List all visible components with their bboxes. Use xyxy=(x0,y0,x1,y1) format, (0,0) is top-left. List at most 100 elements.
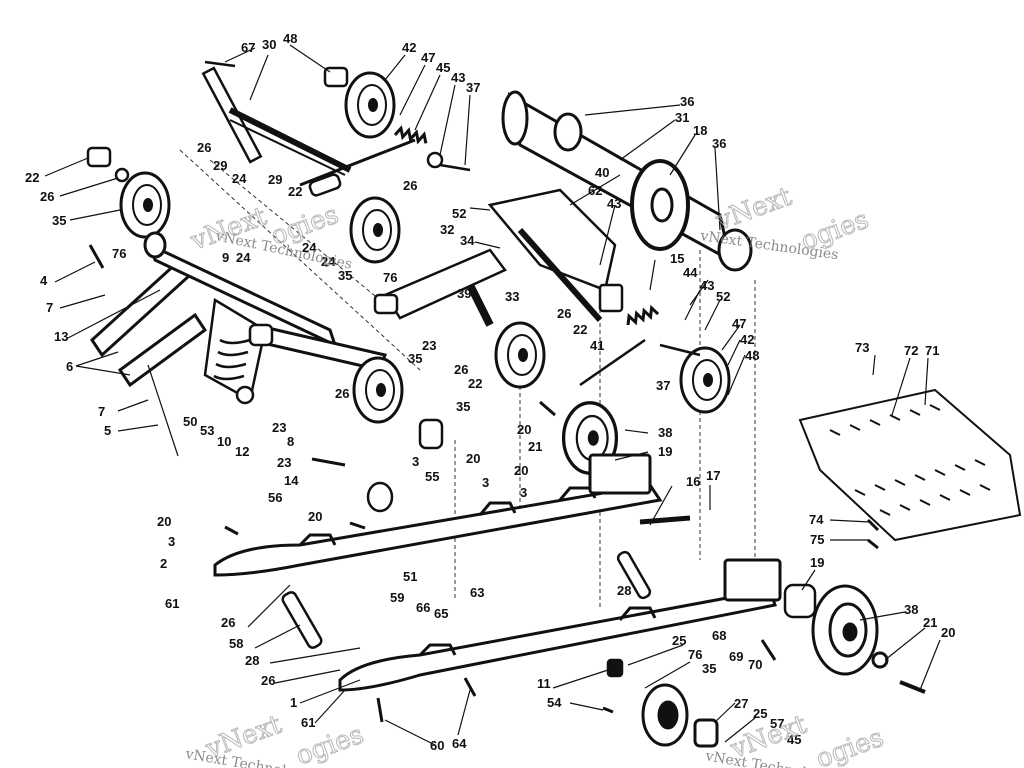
callout-label: 26 xyxy=(221,615,235,630)
callout-label: 35 xyxy=(456,399,470,414)
callout-label: 50 xyxy=(183,414,197,429)
callout-label: 72 xyxy=(904,343,918,358)
callout-label: 34 xyxy=(460,233,475,248)
callout-label: 22 xyxy=(468,376,482,391)
callout-label: 45 xyxy=(787,732,801,747)
callout-label: 36 xyxy=(680,94,694,109)
callout-label: 12 xyxy=(235,444,249,459)
callout-label: 16 xyxy=(686,474,700,489)
callout-label: 26 xyxy=(197,140,211,155)
callout-label: 56 xyxy=(268,490,282,505)
bottom-wheel-35 xyxy=(641,683,719,748)
right-slide-rail-1 xyxy=(338,558,782,692)
callout-label: 8 xyxy=(287,434,294,449)
part-callouts: 67 30 48 42 47 45 43 37 36 31 18 36 26 2… xyxy=(25,31,955,753)
callout-label: 37 xyxy=(466,80,480,95)
callout-label: 40 xyxy=(595,165,609,180)
svg-text:vNext: vNext xyxy=(711,182,796,237)
callout-label: 28 xyxy=(617,583,631,598)
front-idler-wheel-35 xyxy=(119,171,171,239)
callout-label: 5 xyxy=(104,423,111,438)
callout-label: 1 xyxy=(290,695,297,710)
callout-label: 2 xyxy=(160,556,167,571)
callout-label: 43 xyxy=(607,196,621,211)
callout-label: 35 xyxy=(408,351,422,366)
callout-label: 29 xyxy=(213,158,227,173)
callout-label: 17 xyxy=(706,468,720,483)
callout-label: 26 xyxy=(261,673,275,688)
callout-label: 61 xyxy=(301,715,315,730)
callout-label: 35 xyxy=(338,268,352,283)
callout-label: 35 xyxy=(52,213,66,228)
callout-label: 63 xyxy=(470,585,484,600)
callout-label: 18 xyxy=(693,123,707,138)
callout-label: 42 xyxy=(740,332,754,347)
callout-label: 54 xyxy=(547,695,562,710)
callout-label: 3 xyxy=(168,534,175,549)
idler-wheel-42 xyxy=(344,71,396,139)
callout-label: 21 xyxy=(923,615,937,630)
front-shock-50 xyxy=(203,297,274,405)
callout-label: 3 xyxy=(412,454,419,469)
upper-shaft-assembly xyxy=(201,60,416,197)
callout-label: 24 xyxy=(302,240,317,255)
callout-label: 6 xyxy=(66,359,73,374)
callout-label: 29 xyxy=(268,172,282,187)
callout-label: 30 xyxy=(262,37,276,52)
track-section-71 xyxy=(798,388,1022,542)
center-shock-32 xyxy=(373,248,507,327)
callout-label: 41 xyxy=(590,338,604,353)
callout-label: 53 xyxy=(200,423,214,438)
callout-label: 68 xyxy=(712,628,726,643)
callout-label: 28 xyxy=(245,653,259,668)
callout-label: 20 xyxy=(308,509,322,524)
middle-wheel-35 xyxy=(349,196,401,264)
spring-arm-37 xyxy=(579,338,701,387)
callout-label: 60 xyxy=(430,738,444,753)
callout-label: 33 xyxy=(505,289,519,304)
callout-label: 59 xyxy=(390,590,404,605)
callout-label: 22 xyxy=(25,170,39,185)
front-bushing-22 xyxy=(86,146,130,183)
callout-label: 47 xyxy=(732,316,746,331)
callout-label: 57 xyxy=(770,716,784,731)
callout-label: 20 xyxy=(157,514,171,529)
callout-label: 13 xyxy=(54,329,68,344)
callout-label: 51 xyxy=(403,569,417,584)
callout-label: 65 xyxy=(434,606,448,621)
callout-label: 23 xyxy=(422,338,436,353)
callout-label: 22 xyxy=(288,184,302,199)
torsion-spring-45-right xyxy=(623,305,660,327)
rear-arm-bracket-40 xyxy=(487,188,624,322)
callout-label: 7 xyxy=(46,300,53,315)
center-wheel-35 xyxy=(494,321,546,389)
callout-label: 43 xyxy=(700,278,714,293)
callout-label: 73 xyxy=(855,340,869,355)
callout-label: 38 xyxy=(658,425,672,440)
callout-label: 66 xyxy=(416,600,430,615)
callout-label: 45 xyxy=(436,60,450,75)
callout-label: 20 xyxy=(514,463,528,478)
svg-text:ogies: ogies xyxy=(812,723,887,768)
callout-label: 71 xyxy=(925,343,939,358)
callout-label: 67 xyxy=(241,40,255,55)
callout-label: 9 xyxy=(222,250,229,265)
left-slide-rail-2 xyxy=(213,453,663,577)
callout-label: 14 xyxy=(284,473,299,488)
right-idler-wheel-42 xyxy=(679,346,731,414)
callout-label: 37 xyxy=(656,378,670,393)
callout-label: 20 xyxy=(466,451,480,466)
callout-label: 26 xyxy=(454,362,468,377)
callout-label: 69 xyxy=(729,649,743,664)
callout-label: 25 xyxy=(753,706,767,721)
callout-label: 42 xyxy=(402,40,416,55)
lower-wheel-35 xyxy=(352,356,404,424)
callout-label: 58 xyxy=(229,636,243,651)
callout-label: 61 xyxy=(165,596,179,611)
callout-label: 26 xyxy=(557,306,571,321)
callout-label: 35 xyxy=(702,661,716,676)
callout-label: 52 xyxy=(716,289,730,304)
callout-label: 39 xyxy=(457,286,471,301)
callout-label: 25 xyxy=(672,633,686,648)
callout-label: 32 xyxy=(440,222,454,237)
